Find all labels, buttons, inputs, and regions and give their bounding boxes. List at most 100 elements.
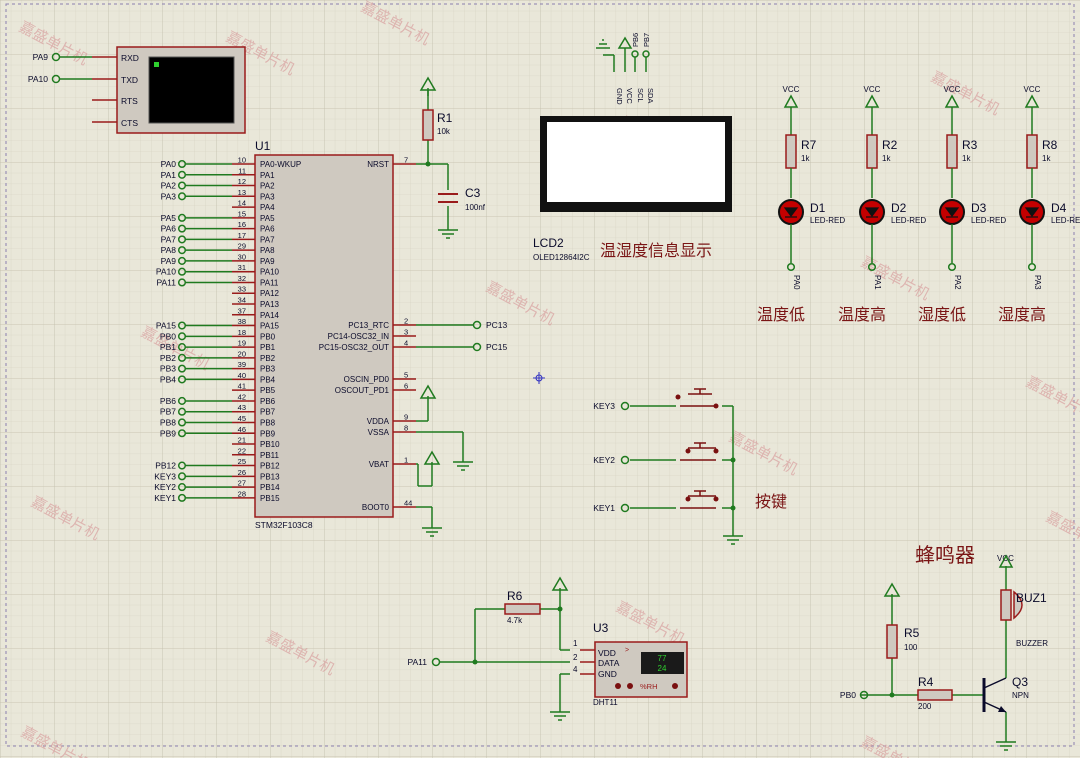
led-resistor[interactable] bbox=[1026, 134, 1038, 169]
mcu-pin-name: PA13 bbox=[260, 300, 280, 309]
dht11-sensor[interactable]: PA11 R6 4.7k 1 2 4 VDD DATA GND 77 24 > … bbox=[407, 576, 688, 721]
dht-button-icon[interactable] bbox=[627, 683, 633, 689]
net-terminal[interactable] bbox=[177, 246, 187, 255]
terminal-net-terminal-pa9[interactable] bbox=[51, 52, 61, 62]
reset-network[interactable]: R1 10k C3 100nf bbox=[416, 76, 486, 239]
net-terminal[interactable] bbox=[177, 235, 187, 244]
mcu-pin-number: 45 bbox=[238, 414, 246, 423]
net-terminal-pa11[interactable] bbox=[431, 657, 441, 667]
mcu-pin-number: 3 bbox=[404, 328, 408, 337]
net-terminal[interactable] bbox=[786, 262, 796, 272]
mcu-pin-name: PA9 bbox=[260, 257, 275, 266]
net-terminal[interactable] bbox=[177, 278, 187, 287]
key3-button[interactable] bbox=[620, 388, 719, 411]
net-terminal-pc15[interactable] bbox=[472, 342, 482, 352]
key2-button[interactable] bbox=[620, 442, 719, 465]
led-resistor[interactable] bbox=[866, 134, 878, 169]
mcu-pin-number: 16 bbox=[238, 220, 246, 229]
led-part: LED-RED bbox=[891, 216, 926, 225]
net-terminal[interactable] bbox=[177, 192, 187, 201]
net-terminal[interactable] bbox=[177, 483, 187, 492]
mcu-body bbox=[254, 154, 394, 518]
mcu-pin-name: OSCOUT_PD1 bbox=[335, 386, 390, 395]
led-net-label: PA1 bbox=[873, 275, 882, 290]
mcu-pin-number: 13 bbox=[238, 188, 246, 197]
led-resistor-value: 1k bbox=[801, 154, 810, 163]
resistor-r4[interactable] bbox=[917, 689, 953, 701]
mcu-pin-number: 31 bbox=[238, 263, 246, 272]
mcu-pin-name: VDDA bbox=[367, 417, 390, 426]
net-terminal-pb7[interactable] bbox=[642, 50, 650, 58]
net-terminal[interactable] bbox=[947, 262, 957, 272]
net-terminal-pc13[interactable] bbox=[472, 320, 482, 330]
led-resistor-ref: R3 bbox=[962, 138, 978, 152]
resistor-r6[interactable] bbox=[504, 603, 541, 615]
net-terminal[interactable] bbox=[177, 472, 187, 481]
net-label: PA11 bbox=[156, 277, 176, 287]
resistor-r5[interactable] bbox=[886, 624, 898, 659]
dht-pin4-num: 4 bbox=[573, 665, 578, 674]
net-terminal[interactable] bbox=[177, 213, 187, 222]
dht-button-icon[interactable] bbox=[672, 683, 678, 689]
oled-pin-vcc: VCC bbox=[625, 88, 634, 104]
net-terminal[interactable] bbox=[177, 407, 187, 416]
power-arrow-icon bbox=[617, 36, 633, 49]
key-buttons: KEY3 KEY2 KEY1 按键 bbox=[593, 388, 787, 545]
net-terminal-pb0[interactable] bbox=[859, 690, 869, 700]
r4-ref: R4 bbox=[918, 675, 934, 689]
net-terminal[interactable] bbox=[177, 461, 187, 470]
net-terminal[interactable] bbox=[1027, 262, 1037, 272]
led-resistor[interactable] bbox=[785, 134, 797, 169]
led-resistor[interactable] bbox=[946, 134, 958, 169]
net-terminal[interactable] bbox=[177, 375, 187, 384]
dht-display-humidity: 77 bbox=[658, 654, 667, 663]
net-terminal[interactable] bbox=[177, 364, 187, 373]
mcu-right-pins: 7NRST2PC13_RTC3PC14-OSC32_IN4PC15-OSC32_… bbox=[319, 156, 416, 512]
resistor-r1[interactable] bbox=[422, 109, 434, 141]
net-terminal[interactable] bbox=[177, 343, 187, 352]
net-terminal[interactable] bbox=[177, 493, 187, 502]
net-terminal[interactable] bbox=[177, 181, 187, 190]
net-terminal[interactable] bbox=[177, 170, 187, 179]
net-terminal-pb6[interactable] bbox=[631, 50, 639, 58]
net-terminal[interactable] bbox=[177, 429, 187, 438]
mcu-pin-name: PA12 bbox=[260, 289, 280, 298]
dht-part: DHT11 bbox=[593, 698, 618, 707]
net-terminal[interactable] bbox=[867, 262, 877, 272]
npn-transistor-icon[interactable] bbox=[982, 677, 1007, 713]
key1-button[interactable] bbox=[620, 490, 719, 513]
ground-icon bbox=[996, 741, 1016, 751]
mcu-pin-number: 20 bbox=[238, 349, 246, 358]
net-terminal[interactable] bbox=[177, 256, 187, 265]
mcu-pin-number: 34 bbox=[238, 296, 246, 305]
net-terminal[interactable] bbox=[177, 353, 187, 362]
net-terminal[interactable] bbox=[177, 267, 187, 276]
net-terminal[interactable] bbox=[177, 224, 187, 233]
terminal-net-terminal-pa10[interactable] bbox=[51, 74, 61, 84]
mcu-ref: U1 bbox=[255, 139, 271, 153]
net-terminal[interactable] bbox=[177, 396, 187, 405]
led-vcc-label: VCC bbox=[864, 85, 881, 94]
led-caption: 湿度低 bbox=[918, 305, 966, 324]
net-terminal[interactable] bbox=[177, 418, 187, 427]
net-label: KEY1 bbox=[154, 493, 176, 503]
virtual-terminal[interactable]: RXD TXD RTS CTS PA9 PA10 bbox=[28, 46, 246, 134]
oled-lcd2[interactable]: PB6 PB7 GND VCC SCL SDA LCD2 OLED12864I2… bbox=[533, 33, 732, 262]
net-terminal[interactable] bbox=[177, 159, 187, 169]
buzzer-circuit[interactable]: 蜂鸣器 VCC BUZ1 BUZZER R5 100 PB0 R4 200 bbox=[840, 543, 1048, 751]
buzzer-part: BUZZER bbox=[1016, 639, 1048, 648]
q3-part: NPN bbox=[1012, 691, 1029, 700]
mcu-pin-name: PA7 bbox=[260, 235, 275, 244]
net-terminal[interactable] bbox=[177, 332, 187, 341]
dht-button-icon[interactable] bbox=[615, 683, 621, 689]
net-terminal[interactable] bbox=[177, 321, 187, 330]
mcu-pin-name: PA0-WKUP bbox=[260, 160, 301, 169]
net-label: PA10 bbox=[156, 267, 176, 277]
r1-value: 10k bbox=[437, 127, 451, 136]
